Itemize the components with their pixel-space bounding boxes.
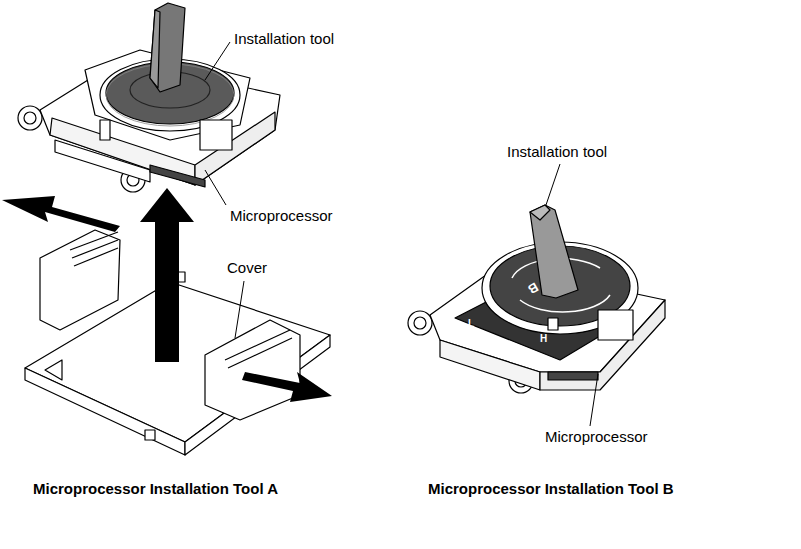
leader-lines [205, 42, 598, 426]
tool-marking: H [540, 333, 547, 345]
tool-marking: L [468, 318, 474, 330]
figure-caption: Microprocessor Installation Tool A [33, 480, 278, 497]
part-label: Installation tool [507, 143, 607, 160]
part-label: Microprocessor [545, 428, 648, 445]
motion-arrows [2, 188, 332, 402]
tool-b-assembly [408, 205, 665, 393]
part-label: Microprocessor [230, 207, 333, 224]
part-label: Installation tool [234, 30, 334, 47]
part-label: Cover [227, 259, 267, 276]
figure-caption: Microprocessor Installation Tool B [428, 480, 674, 497]
